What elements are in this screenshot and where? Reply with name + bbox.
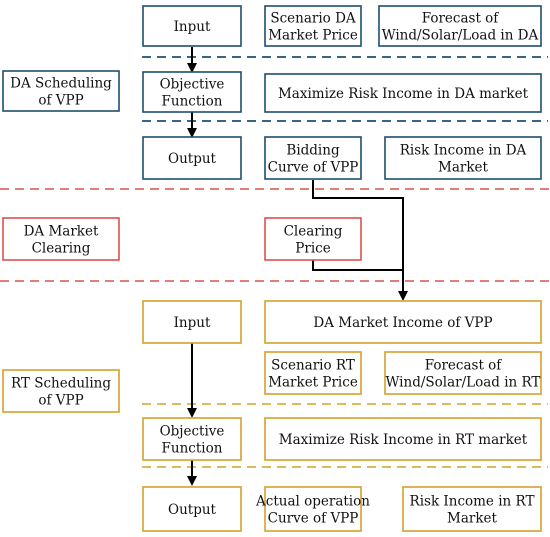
label-line: Scenario DA (270, 11, 356, 27)
da-objective-text-box: Maximize Risk Income in DA market (264, 73, 542, 113)
label-line: Maximize Risk Income in RT market (279, 432, 528, 448)
label-line: Output (168, 151, 217, 167)
label-line: Input (174, 315, 211, 331)
rt-output-box: Output (142, 486, 242, 532)
label-line: Clearing (32, 241, 91, 257)
rt-objective-text-box: Maximize Risk Income in RT market (264, 417, 542, 461)
label-line: Market (438, 160, 488, 176)
da-output-box: Output (142, 136, 242, 180)
label-line: Curve of VPP (268, 511, 359, 527)
label-line: Objective (160, 77, 225, 93)
svg-text:Output: Output (168, 502, 217, 518)
svg-text:DA Market Income of VPP: DA Market Income of VPP (313, 315, 492, 331)
label-line: RT Scheduling (11, 376, 111, 392)
svg-text:Input: Input (174, 19, 211, 35)
label-line: of VPP (38, 93, 83, 109)
label-line: Output (168, 502, 217, 518)
label-line: Wind/Solar/Load in RT (386, 375, 541, 391)
label-line: Scenario RT (271, 358, 355, 374)
svg-text:Output: Output (168, 151, 217, 167)
label-line: Forecast of (422, 11, 500, 27)
label-line: Clearing (284, 224, 343, 240)
label-line: Risk Income in RT (410, 494, 535, 510)
label-line: Price (295, 241, 330, 257)
label-line: Function (162, 94, 223, 110)
label-line: Maximize Risk Income in DA market (278, 86, 529, 102)
svg-text:Maximize Risk Income in RT mar: Maximize Risk Income in RT market (279, 432, 528, 448)
label-line: Actual operation (255, 494, 370, 510)
bidding-to-rt-arrow (312, 180, 408, 301)
label-line: Market (447, 511, 497, 527)
svg-text:Input: Input (174, 315, 211, 331)
da-market-income-box: DA Market Income of VPP (264, 300, 542, 344)
svg-text:Maximize Risk Income in DA mar: Maximize Risk Income in DA market (278, 86, 529, 102)
label-line: Bidding (286, 143, 340, 159)
rt-input-box: Input (142, 300, 242, 344)
label-line: DA Market Income of VPP (313, 315, 492, 331)
label-line: Forecast of (425, 358, 503, 374)
label-line: Curve of VPP (268, 160, 359, 176)
label-line: DA Scheduling (10, 76, 112, 92)
label-line: Risk Income in DA (400, 143, 527, 159)
label-line: DA Market (24, 224, 99, 240)
label-line: of VPP (38, 393, 83, 409)
label-line: Function (162, 441, 223, 457)
label-line: Market Price (268, 375, 358, 391)
clearing-price-connector (312, 260, 403, 271)
label-line: Objective (160, 424, 225, 440)
label-line: Wind/Solar/Load in DA (382, 28, 539, 44)
da-input-box: Input (142, 5, 242, 47)
label-line: Input (174, 19, 211, 35)
label-line: Market Price (268, 28, 358, 44)
